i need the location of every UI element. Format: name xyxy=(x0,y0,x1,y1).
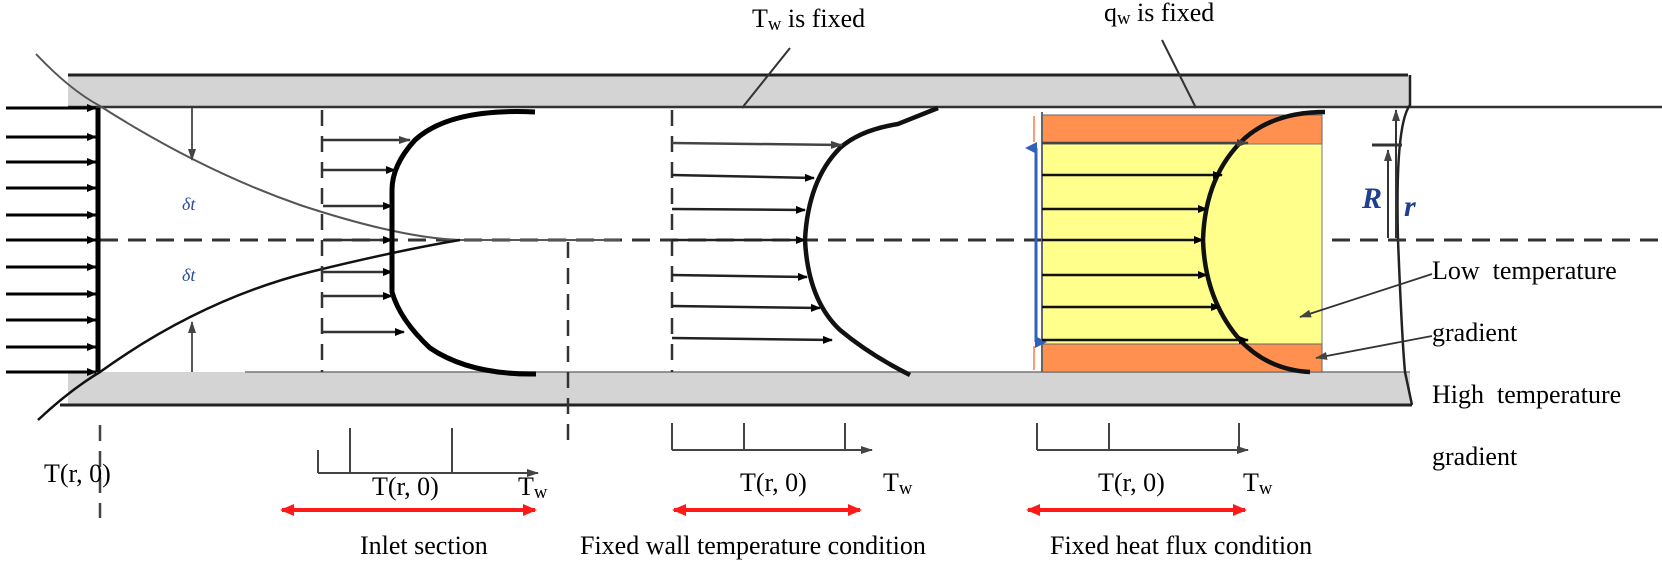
heat-flux-temperature-axis xyxy=(1036,423,1249,454)
fixed-wall-section-title: Fixed wall temperature condition xyxy=(580,531,926,560)
radius-R-symbol: R xyxy=(1362,182,1383,215)
inlet-axis-end-label: Tw xyxy=(518,472,548,503)
fixed-wall-temperature-axis xyxy=(671,423,873,454)
radius-r-symbol: r xyxy=(1404,190,1416,223)
bottom-wall xyxy=(60,371,1412,407)
low-gradient-leader xyxy=(1299,273,1433,318)
fixed-wall-axis-start-label: T(r, 0) xyxy=(740,468,807,497)
fixed-wall-axis-end-label: Tw xyxy=(883,468,913,499)
delta-t-bottom-symbol: δt xyxy=(182,265,196,285)
inlet-axis-start-label: T(r, 0) xyxy=(372,472,439,501)
inlet-section-profile-curve xyxy=(389,109,537,377)
inlet-temperature-axis xyxy=(98,425,539,518)
heat-flux-arrows xyxy=(1042,139,1249,344)
delta-t-top-symbol: δt xyxy=(182,194,196,214)
high-gradient-label-line2: gradient xyxy=(1432,442,1518,471)
qw-leader-line xyxy=(1161,39,1197,109)
qw-fixed-label: qw is fixed xyxy=(1104,0,1215,29)
inlet-uniform-profile xyxy=(6,104,101,376)
heat-flux-axis-start-label: T(r, 0) xyxy=(1098,468,1165,497)
heat-flux-axis-end-label: Tw xyxy=(1243,468,1273,499)
high-gradient-leader xyxy=(1315,335,1433,360)
inlet-section-arrows xyxy=(323,136,411,336)
inlet-temperature-label: T(r, 0) xyxy=(44,459,111,488)
tw-leader-line xyxy=(741,47,791,109)
boundary-layer-top xyxy=(35,53,620,241)
heat-flux-section-title: Fixed heat flux condition xyxy=(1050,531,1313,560)
top-wall xyxy=(68,73,1662,109)
low-gradient-label-line2: gradient xyxy=(1432,318,1518,347)
fixed-wall-arrows xyxy=(671,140,843,344)
low-gradient-label-line1: Low temperature xyxy=(1432,256,1617,285)
tw-fixed-label: Tw is fixed xyxy=(752,4,866,35)
inlet-section-title: Inlet section xyxy=(360,531,488,560)
high-gradient-label-line1: High temperature xyxy=(1432,380,1622,409)
